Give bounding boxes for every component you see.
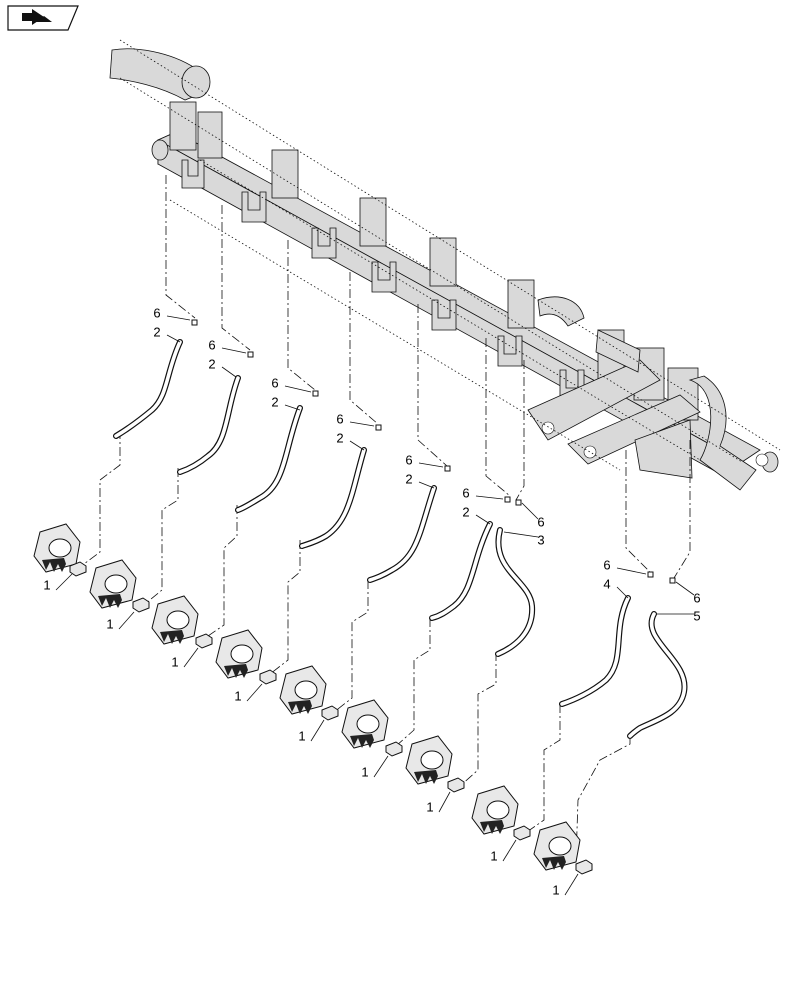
callout-6: 6 (208, 337, 215, 352)
callout-2: 2 (208, 356, 215, 371)
callout-1: 1 (490, 848, 497, 863)
hose-2c (235, 405, 303, 513)
row-unit-8 (471, 785, 531, 841)
hose-4 (559, 595, 631, 707)
callout-6: 6 (462, 485, 469, 500)
callout-2: 2 (336, 430, 343, 445)
hose-5 (627, 611, 688, 739)
callout-2: 2 (405, 471, 412, 486)
row-unit-2 (89, 559, 150, 613)
callout-4: 4 (603, 576, 610, 591)
forward-arrow-icon[interactable] (7, 5, 79, 31)
callout-3: 3 (537, 532, 544, 547)
callout-labels: 6 2 6 2 6 2 6 2 6 2 6 2 6 3 6 4 6 5 1 1 1 1 1 1 1 1 1 (43, 305, 700, 897)
leader-lines (55, 315, 695, 896)
row-unit-4 (215, 629, 277, 685)
hose-3 (495, 527, 536, 657)
projection-lines (119, 39, 781, 471)
callout-6: 6 (153, 305, 160, 320)
callout-2: 2 (271, 394, 278, 409)
callout-2: 2 (462, 504, 469, 519)
callout-6: 6 (336, 411, 343, 426)
callout-6: 6 (603, 557, 610, 572)
callout-2: 2 (153, 324, 160, 339)
hose-clips (191, 319, 676, 584)
row-units (33, 523, 593, 875)
callout-1: 1 (106, 616, 113, 631)
hose-2a (113, 339, 183, 439)
callout-1: 1 (171, 654, 178, 669)
callout-6: 6 (271, 375, 278, 390)
toolbar-frame (109, 48, 779, 491)
callout-1: 1 (234, 688, 241, 703)
callout-1: 1 (552, 882, 559, 897)
callout-1: 1 (361, 764, 368, 779)
callout-1: 1 (43, 577, 50, 592)
hose-2e (367, 485, 437, 583)
hoses (113, 339, 688, 739)
row-unit-7 (405, 735, 465, 793)
assembly-lines (83, 175, 691, 861)
row-unit-3 (151, 595, 213, 649)
callout-6: 6 (537, 514, 544, 529)
row-unit-1 (33, 523, 87, 577)
callout-5: 5 (693, 608, 700, 623)
hose-2b (177, 375, 241, 475)
row-unit-5 (279, 665, 339, 721)
hose-2d (299, 447, 367, 549)
row-unit-9 (533, 821, 593, 875)
hose-2f (429, 521, 493, 621)
row-unit-6 (341, 699, 403, 757)
callout-1: 1 (426, 799, 433, 814)
callout-1: 1 (298, 728, 305, 743)
callout-6: 6 (693, 590, 700, 605)
callout-6: 6 (405, 452, 412, 467)
